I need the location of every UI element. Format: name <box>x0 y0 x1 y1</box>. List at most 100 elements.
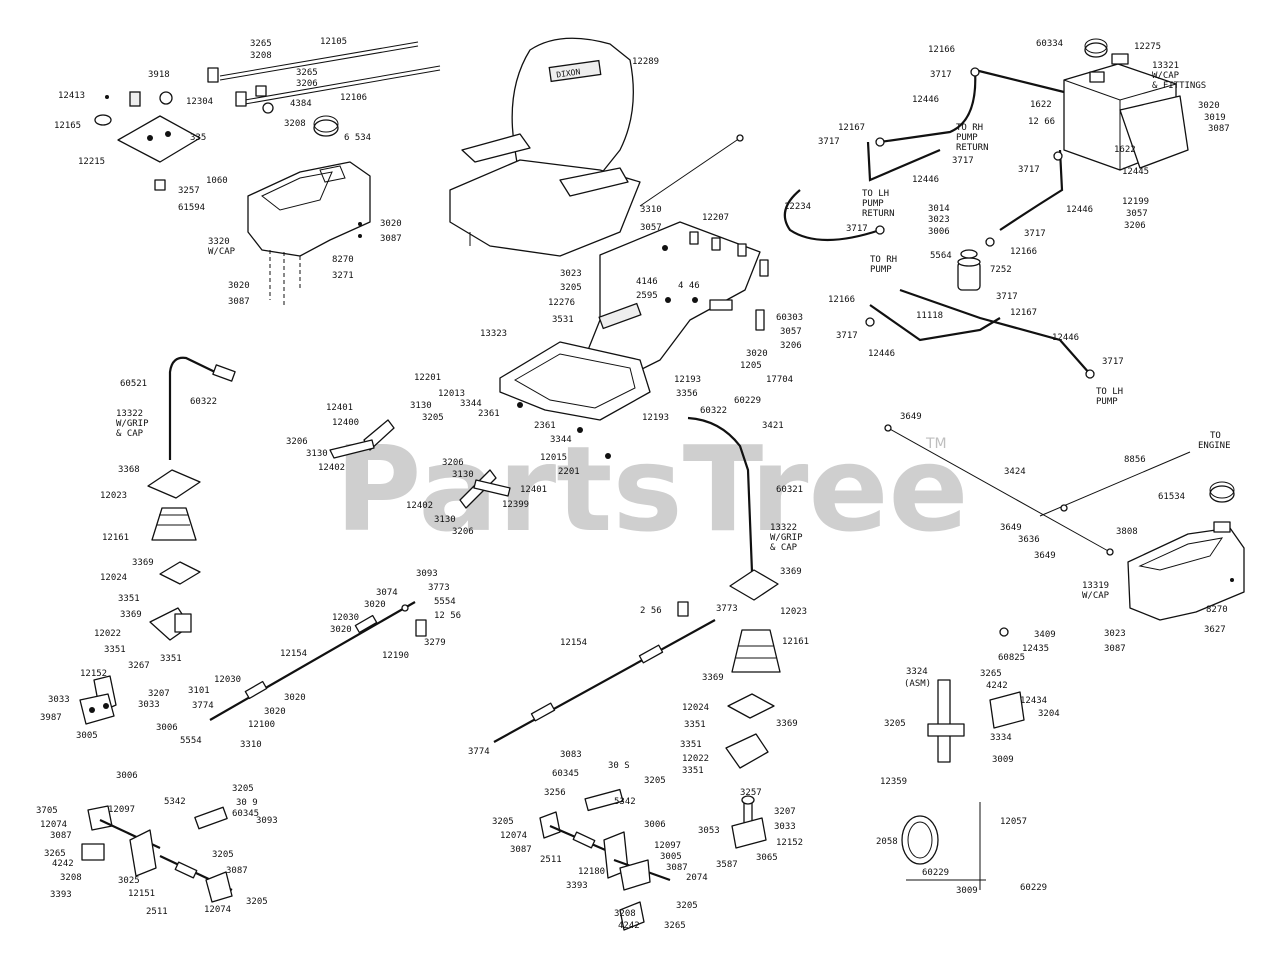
label-12289: 12289 <box>632 57 659 67</box>
label-2201: 2201 <box>558 467 580 477</box>
watermark-trademark: TM <box>925 436 947 452</box>
label-3205: 3205 <box>246 897 268 907</box>
parking-brake-assembly <box>901 627 1025 890</box>
label-3087: 3087 <box>1104 644 1126 654</box>
label-3205: 3205 <box>560 283 582 293</box>
label-12023: 12023 <box>780 607 807 617</box>
label-3265: 3265 <box>296 68 318 78</box>
seat: DIXON <box>449 37 744 257</box>
label-3310: 3310 <box>240 740 262 750</box>
label-3130: 3130 <box>306 449 328 459</box>
control-cables-top <box>207 41 441 114</box>
label-12165: 12165 <box>54 121 81 131</box>
label-3206: 3206 <box>286 437 308 447</box>
label-3808: 3808 <box>1116 527 1138 537</box>
label-12074: 12074 <box>500 831 527 841</box>
label-3087: 3087 <box>510 845 532 855</box>
label-13322-cap: & CAP <box>116 429 144 439</box>
label-2156: 2 56 <box>640 606 662 616</box>
label-60303: 60303 <box>776 313 803 323</box>
label-3636: 3636 <box>1018 535 1040 545</box>
label-60322: 60322 <box>190 397 217 407</box>
label-12445: 12445 <box>1122 167 1149 177</box>
label-3918: 3918 <box>148 70 170 80</box>
label-8856: 8856 <box>1124 455 1146 465</box>
label-3020: 3020 <box>284 693 306 703</box>
left-steering-lever <box>79 675 117 725</box>
label-3087: 3087 <box>226 866 248 876</box>
label-3351: 3351 <box>682 766 704 776</box>
label-3101: 3101 <box>188 686 210 696</box>
hydraulic-filter <box>957 249 981 291</box>
label-3717: 3717 <box>818 137 840 147</box>
label-3265: 3265 <box>664 921 686 931</box>
label-3085: 30 S <box>608 761 630 771</box>
label-60825: 60825 <box>998 653 1025 663</box>
label-60229: 60229 <box>922 868 949 878</box>
label-2074: 2074 <box>686 873 708 883</box>
label-12166: 12166 <box>928 45 955 55</box>
label-3773: 3773 <box>428 583 450 593</box>
label-12024: 12024 <box>682 703 709 713</box>
label-12304: 12304 <box>186 97 213 107</box>
label-3265: 3265 <box>250 39 272 49</box>
label-335: 335 <box>190 133 206 143</box>
label-12097: 12097 <box>108 805 135 815</box>
label-3205: 3205 <box>676 901 698 911</box>
label-12193: 12193 <box>642 413 669 423</box>
label-2361: 2361 <box>534 421 556 431</box>
label-60334: 60334 <box>1036 39 1063 49</box>
label-3256: 3256 <box>544 788 566 798</box>
label-to-lh-pump-return: TO LH <box>862 189 889 199</box>
label-13322: 13322 <box>770 523 797 533</box>
label-5342: 5342 <box>614 797 636 807</box>
label-3421: 3421 <box>762 421 784 431</box>
label-13321: 13321 <box>1152 61 1179 71</box>
label-3020: 3020 <box>364 600 386 610</box>
label-2361: 2361 <box>478 409 500 419</box>
label-3093: 3093 <box>416 569 438 579</box>
label-446: 4 46 <box>678 281 700 291</box>
label-12413: 12413 <box>58 91 85 101</box>
label-3324-asm: (ASM) <box>904 679 931 689</box>
label-3774: 3774 <box>468 747 490 757</box>
label-4242: 4242 <box>618 921 640 931</box>
partstree-watermark: PartsTree <box>335 420 969 558</box>
left-control-rod <box>209 601 427 721</box>
label-12013: 12013 <box>438 389 465 399</box>
label-3320-cap: W/CAP <box>208 247 236 257</box>
label-3369: 3369 <box>702 673 724 683</box>
label-3279: 3279 <box>424 638 446 648</box>
label-3409: 3409 <box>1034 630 1056 640</box>
label-3351: 3351 <box>104 645 126 655</box>
label-12234: 12234 <box>784 202 811 212</box>
label-3265: 3265 <box>980 669 1002 679</box>
label-3020: 3020 <box>1198 101 1220 111</box>
label-1622: 1622 <box>1114 145 1136 155</box>
label-3334: 3334 <box>990 733 1012 743</box>
lower-center-brake-linkage <box>539 788 671 931</box>
label-12097: 12097 <box>654 841 681 851</box>
label-12190: 12190 <box>382 651 409 661</box>
label-12435: 12435 <box>1022 644 1049 654</box>
label-3627: 3627 <box>1204 625 1226 635</box>
label-to-lh-pump-return: RETURN <box>862 209 895 219</box>
label-3009: 3009 <box>992 755 1014 765</box>
label-12207: 12207 <box>702 213 729 223</box>
label-3717: 3717 <box>836 331 858 341</box>
label-12161: 12161 <box>782 637 809 647</box>
label-3204: 3204 <box>1038 709 1060 719</box>
label-3206: 3206 <box>1124 221 1146 231</box>
label-3324: 3324 <box>906 667 928 677</box>
label-13323: 13323 <box>480 329 507 339</box>
label-60345: 60345 <box>232 809 259 819</box>
label-12151: 12151 <box>128 889 155 899</box>
label-12400: 12400 <box>332 418 359 428</box>
label-3207: 3207 <box>774 807 796 817</box>
label-3033: 3033 <box>774 822 796 832</box>
label-12167: 12167 <box>1010 308 1037 318</box>
label-3206: 3206 <box>780 341 802 351</box>
label-to-lh-pump-return: PUMP <box>862 199 884 209</box>
label-3023: 3023 <box>560 269 582 279</box>
label-3087: 3087 <box>50 831 72 841</box>
